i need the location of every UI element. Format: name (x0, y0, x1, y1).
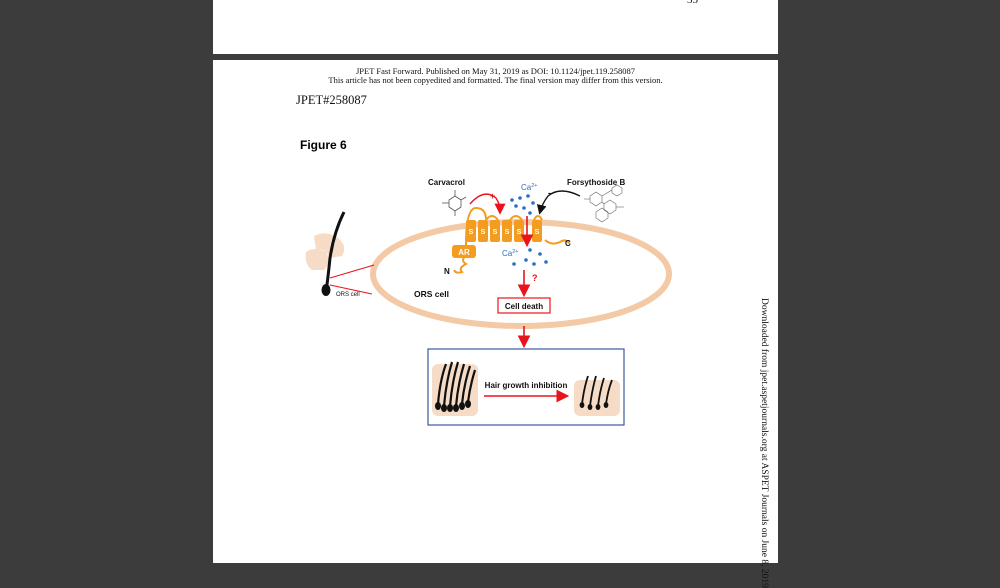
s-segment: S (532, 220, 542, 242)
header-line-2: This article has not been copyedited and… (328, 75, 663, 85)
pointer-line (329, 284, 373, 295)
svg-text:S: S (535, 229, 540, 236)
svg-text:S: S (493, 229, 498, 236)
ar-domain: AR (452, 245, 476, 258)
ors-cell-small-label: ORS cell (336, 292, 360, 298)
figure-label: Figure 6 (300, 138, 347, 152)
svg-text:S: S (505, 229, 510, 236)
n-terminus-label: N (444, 267, 450, 276)
header-line-1: JPET Fast Forward. Published on May 31, … (356, 66, 635, 76)
ca-ions-extracellular (510, 194, 535, 215)
page-number: 35 (687, 0, 698, 6)
s-segment: S (490, 220, 500, 242)
ors-cell-label: ORS cell (414, 289, 449, 299)
svg-text:S: S (481, 229, 486, 236)
s-segment: S (466, 220, 476, 242)
s-segment: S (502, 220, 512, 242)
ca-ions-intracellular (512, 248, 548, 266)
figure-diagram: ORS cell Carvacrol + Forsythoside B - Ca… (305, 178, 672, 426)
hair-follicle-icon (305, 211, 346, 296)
svg-text:S: S (517, 229, 522, 236)
carvacrol-arrow (469, 193, 506, 215)
forsythoside-structure-icon (584, 184, 624, 223)
unknown-mechanism-mark: ? (532, 273, 538, 283)
pointer-line (329, 264, 375, 279)
previous-page: 35 (213, 0, 778, 54)
activation-plus: + (490, 191, 495, 201)
s-segment: S (478, 220, 488, 242)
carvacrol-structure-icon (442, 190, 467, 216)
forsythoside-arrow (536, 190, 581, 215)
forsythoside-label: Forsythoside B (567, 178, 625, 187)
manuscript-id: JPET#258087 (296, 93, 367, 107)
cell-death-label: Cell death (505, 302, 543, 311)
c-terminus-label: C (565, 239, 571, 248)
download-note: Downloaded from jpet.aspetjournals.org a… (759, 298, 769, 588)
carvacrol-label: Carvacrol (428, 178, 465, 187)
svg-text:S: S (469, 229, 474, 236)
sparse-hair-icon (574, 375, 620, 416)
s-segment: S (514, 220, 524, 242)
svg-text:AR: AR (458, 248, 470, 257)
ca-intracellular-label: Ca2+ (502, 249, 519, 258)
dense-hair-icon (432, 361, 478, 416)
ca-extracellular-label: Ca2+ (521, 183, 538, 192)
hair-growth-inhibition-label: Hair growth inhibition (485, 381, 568, 390)
inhibition-minus: - (548, 188, 551, 198)
cell-death-box (497, 297, 551, 314)
current-page: JPET Fast Forward. Published on May 31, … (213, 60, 778, 563)
